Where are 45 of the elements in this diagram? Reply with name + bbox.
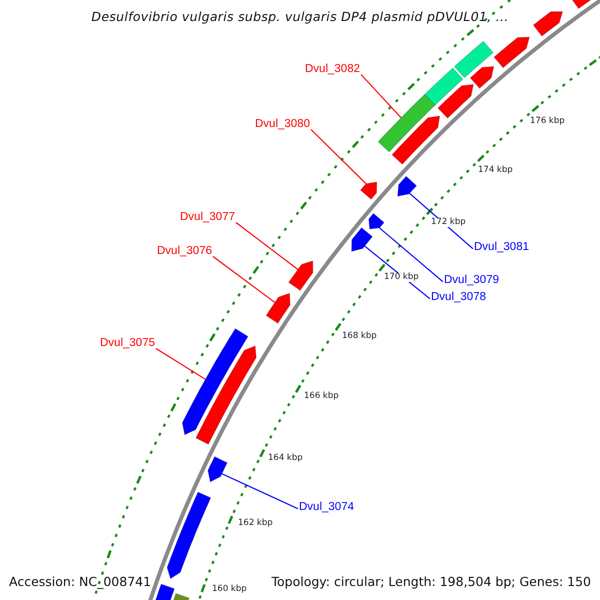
tick-label: 174 kbp (478, 166, 513, 174)
tick-label: 162 kbp (238, 519, 273, 528)
gene-block (351, 227, 373, 252)
gene-label: Dvul_3082 (305, 64, 360, 76)
gene-label: Dvul_3078 (431, 292, 486, 304)
leader-line (222, 473, 298, 510)
gene-block (288, 260, 314, 291)
leader-line (156, 348, 206, 380)
leader-line (236, 222, 298, 270)
tick-label: 166 kbp (304, 392, 339, 400)
leader-line (379, 227, 444, 282)
gene-block (392, 116, 440, 165)
leader-line (310, 129, 366, 184)
gene-block (494, 36, 530, 68)
gene-label: Dvul_3081 (474, 242, 529, 254)
gene-label: Dvul_3077 (180, 212, 235, 224)
gene-label: Dvul_3075 (100, 338, 155, 350)
gene-block (166, 492, 212, 580)
gene-block (532, 11, 563, 37)
gene-block (360, 182, 378, 200)
footer-text: Accession: NC_008741 (9, 576, 152, 588)
gene-label: Dvul_3074 (299, 502, 354, 514)
gene-label: Dvul_3076 (157, 246, 212, 258)
leader-line (212, 256, 276, 303)
gene-label: Dvul_3079 (444, 275, 499, 286)
tick-label: 160 kbp (212, 585, 247, 594)
gene-block (368, 212, 385, 230)
gene-label: Dvul_3080 (255, 119, 310, 130)
tick-label: 172 kbp (431, 218, 466, 226)
gene-block (182, 328, 248, 436)
gene-block (437, 84, 474, 119)
tick-label: 170 kbp (384, 273, 419, 282)
gene-block (424, 68, 464, 106)
tick-label: 176 kbp (530, 117, 565, 126)
gene-block (208, 456, 228, 482)
title: Desulfovibrio vulgaris subsp. vulgaris DP4 plasmid pDVUL01, ... (90, 11, 510, 24)
gene-block (196, 345, 256, 445)
gene-block (378, 94, 436, 152)
footer-text: Topology: circular; Length: 198,504 bp; Genes: 150 (272, 576, 591, 588)
tick-label: 168 kbp (342, 332, 377, 340)
gene-block (266, 292, 290, 324)
gene-block (454, 40, 494, 78)
gene-block (397, 176, 417, 197)
gene-block (470, 66, 494, 89)
tick-label: 164 kbp (268, 454, 303, 462)
